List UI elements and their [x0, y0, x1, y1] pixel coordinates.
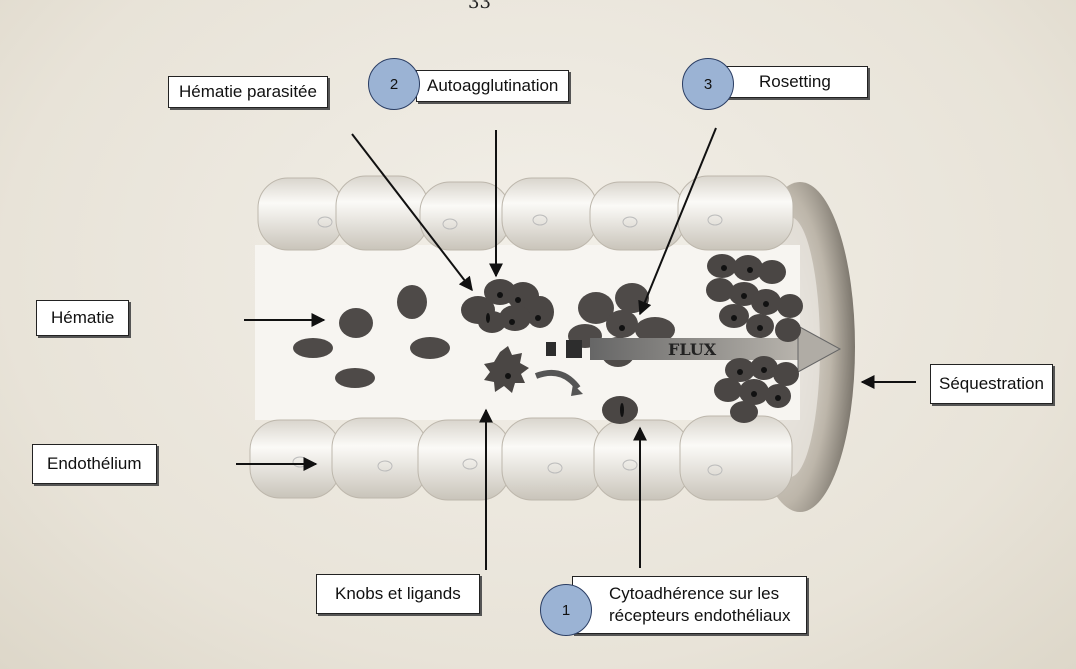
cytoadherent-cell — [602, 396, 638, 424]
badge-2: 2 — [368, 58, 420, 110]
label-cytoadherence: Cytoadhérence sur les récepteurs endothé… — [572, 576, 807, 634]
label-hematie: Hématie — [36, 300, 129, 336]
label-endothelium: Endothélium — [32, 444, 157, 484]
label-cytoadherence-line1: Cytoadhérence sur les — [609, 583, 790, 605]
label-hematie-parasitee: Hématie parasitée — [168, 76, 328, 108]
badge-1: 1 — [540, 584, 592, 636]
bottom-endothelium-wall — [250, 416, 792, 500]
top-endothelium-wall — [258, 176, 793, 250]
label-cytoadherence-line2: récepteurs endothéliaux — [609, 605, 790, 627]
flux-label: FLUX — [668, 340, 717, 359]
label-sequestration: Séquestration — [930, 364, 1053, 404]
label-autoagglutination: Autoagglutination — [416, 70, 569, 102]
label-knobs-et-ligands: Knobs et ligands — [316, 574, 480, 614]
badge-3: 3 — [682, 58, 734, 110]
